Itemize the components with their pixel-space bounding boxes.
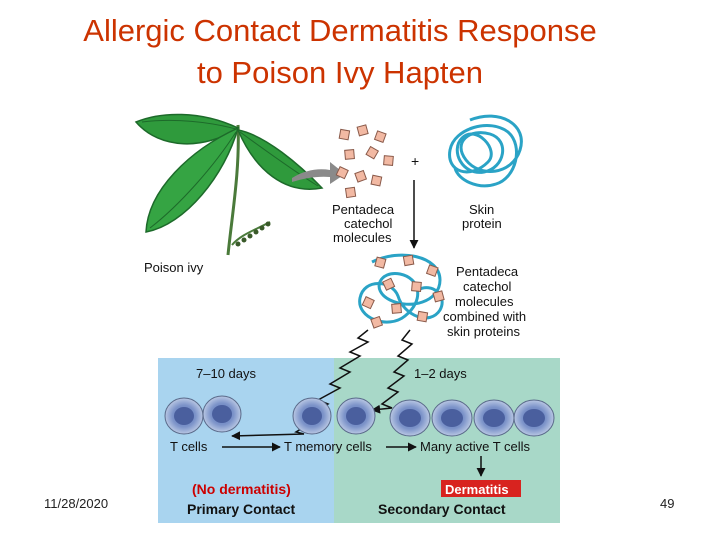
poison-ivy-plant-icon — [134, 113, 324, 256]
skin-protein-icon — [448, 114, 523, 188]
combined-label-2: catechol — [463, 279, 512, 294]
no-dermatitis-label: (No dermatitis) — [192, 481, 291, 497]
zigzag-arrow-secondary-icon — [371, 329, 414, 414]
title-line-2: to Poison Ivy Hapten — [196, 55, 484, 90]
primary-panel — [158, 358, 334, 523]
molecules-label-1: Pentadeca — [332, 202, 395, 217]
slide-title: Allergic Contact Dermatitis Response to … — [0, 10, 680, 94]
combined-label-3: molecules — [455, 294, 514, 309]
poison-ivy-label: Poison ivy — [144, 260, 204, 275]
t-cells-label: T cells — [170, 439, 208, 454]
grey-arrow-icon — [292, 162, 345, 184]
hapten-molecules-icon — [335, 124, 394, 199]
t-memory-cells-icon — [292, 397, 376, 435]
many-active-label: Many active T cells — [420, 439, 531, 454]
t-cells-icon — [164, 395, 242, 435]
t-memory-label: T memory cells — [284, 439, 372, 454]
combined-label-1: Pentadeca — [456, 264, 519, 279]
days-secondary: 1–2 days — [414, 366, 467, 381]
footer-date: 11/28/2020 — [44, 496, 109, 511]
title-line-1: Allergic Contact Dermatitis Response — [83, 13, 597, 48]
dermatitis-badge — [441, 480, 521, 497]
page-number: 49 — [660, 496, 675, 511]
skin-label-1: Skin — [469, 202, 494, 217]
dermatitis-label: Dermatitis — [445, 482, 509, 497]
combined-label-4: combined with — [443, 309, 526, 324]
days-primary: 7–10 days — [196, 366, 256, 381]
combined-label-5: skin proteins — [447, 324, 520, 339]
many-active-t-cells-icon — [389, 399, 555, 437]
plus-sign: + — [411, 153, 419, 169]
skin-label-2: protein — [462, 216, 502, 231]
molecules-label-3: molecules — [333, 230, 392, 245]
combined-complex-icon — [358, 253, 445, 329]
molecules-label-2: catechol — [344, 216, 393, 231]
primary-contact-label: Primary Contact — [187, 501, 295, 517]
secondary-contact-label: Secondary Contact — [378, 501, 506, 517]
